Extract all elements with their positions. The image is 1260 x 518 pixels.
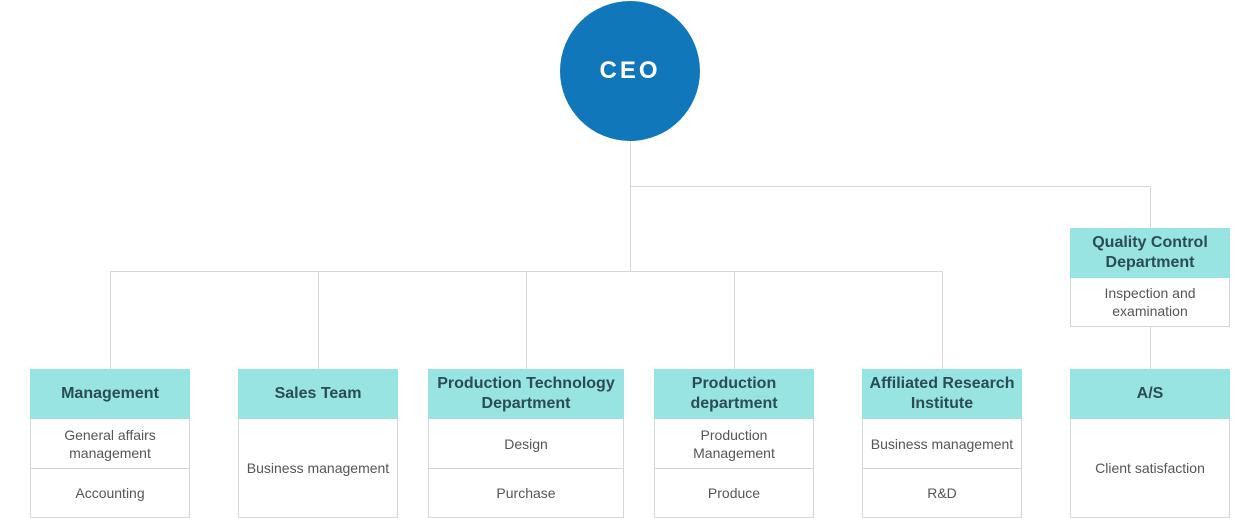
dept-quality-control-body: Inspection and examination bbox=[1070, 278, 1230, 327]
dept-production-title: Production department bbox=[654, 369, 814, 419]
dept-sales-team-title: Sales Team bbox=[238, 369, 398, 419]
dept-production-body: Production Management Produce bbox=[654, 419, 814, 518]
dept-production-technology-body: Design Purchase bbox=[428, 419, 624, 518]
dept-item: R&D bbox=[863, 468, 1021, 517]
dept-research-institute: Affiliated Research Institute Business m… bbox=[862, 369, 1022, 518]
dept-item: Client satisfaction bbox=[1095, 460, 1205, 476]
dept-as-title: A/S bbox=[1070, 369, 1230, 419]
dept-sales-team: Sales Team Business management bbox=[238, 369, 398, 518]
dept-item: Inspection and examination bbox=[1104, 285, 1196, 319]
dept-item: General affairs management bbox=[64, 426, 156, 461]
dept-production: Production department Production Managem… bbox=[654, 369, 814, 518]
dept-management-body: General affairs management Accounting bbox=[30, 419, 190, 518]
dept-sales-team-body: Business management bbox=[238, 419, 398, 518]
dept-quality-control-title: Quality Control Department bbox=[1070, 228, 1230, 278]
dept-item: Production Management bbox=[693, 426, 775, 461]
dept-item: Accounting bbox=[31, 468, 189, 517]
dept-management-title: Management bbox=[30, 369, 190, 419]
dept-research-institute-title: Affiliated Research Institute bbox=[862, 369, 1022, 419]
dept-item: Business management bbox=[246, 460, 390, 476]
dept-as-body: Client satisfaction bbox=[1070, 419, 1230, 518]
dept-item: Purchase bbox=[429, 468, 623, 517]
dept-as: A/S Client satisfaction bbox=[1070, 369, 1230, 518]
dept-quality-control: Quality Control Department Inspection an… bbox=[1070, 228, 1230, 327]
dept-research-institute-body: Business management R&D bbox=[862, 419, 1022, 518]
ceo-node: CEO bbox=[560, 1, 700, 141]
dept-production-technology-title: Production Technology Department bbox=[428, 369, 624, 419]
dept-item: Design bbox=[504, 435, 548, 452]
dept-item: Produce bbox=[655, 468, 813, 517]
dept-management: Management General affairs management Ac… bbox=[30, 369, 190, 518]
dept-item: Business management bbox=[870, 435, 1014, 452]
dept-production-technology: Production Technology Department Design … bbox=[428, 369, 624, 518]
